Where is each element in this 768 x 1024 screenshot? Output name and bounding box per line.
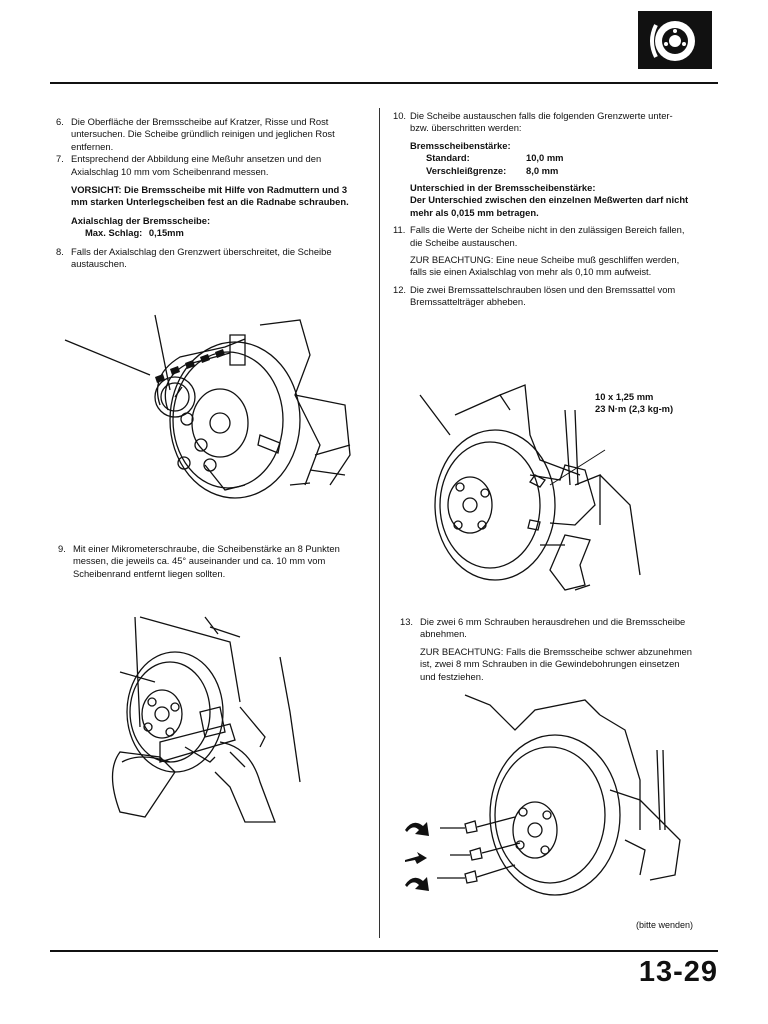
left-column-top: 6. Die Oberfläche der Bremsscheibe auf K… [56, 116, 349, 270]
step-8: 8. Falls der Axialschlag den Grenzwert ü… [56, 245, 332, 270]
spec-row-wear-limit: Verschleißgrenze: 8,0 mm [426, 164, 559, 176]
thickness-spec: Bremsscheibenstärke: Standard: 10,0 mm V… [393, 140, 693, 177]
right-column-top: 10. Die Scheibe austauschen falls die fo… [393, 110, 693, 309]
thickness-difference-spec: Unterschied in der Bremsscheibenstärke: … [410, 182, 689, 218]
column-divider [379, 108, 380, 938]
caliper-removal-figure [419, 384, 641, 591]
bottom-rule [50, 950, 718, 952]
page-number: 13-29 [638, 956, 718, 988]
top-rule [50, 82, 718, 84]
section-logo [638, 11, 712, 69]
step-10: 10. Die Scheibe austauschen falls die fo… [393, 110, 673, 134]
step-7: 7. Entsprechend der Abbildung eine Meßuh… [56, 153, 322, 177]
dial-indicator-figure [64, 314, 351, 499]
brake-disc-icon [650, 21, 695, 61]
note-new-disc: ZUR BEACHTUNG: Eine neue Scheibe muß ges… [410, 254, 680, 278]
torque-label: 10 x 1,25 mm 23 N·m (2,3 kg-m) [595, 391, 674, 415]
step-12: 12. Die zwei Bremssattelschrauben lösen … [393, 283, 676, 308]
step-6: 6. Die Oberfläche der Bremsscheibe auf K… [56, 116, 335, 152]
step-13: 13. Die zwei 6 mm Schrauben herausdrehen… [400, 616, 686, 640]
step-11: 11. Falls die Werte der Scheibe nicht in… [393, 224, 685, 248]
disc-removal-figure [405, 694, 681, 896]
note-disc-removal: ZUR BEACHTUNG: Falls die Bremsscheibe sc… [420, 645, 692, 682]
step-9: 9. Mit einer Mikrometerschraube, die Sch… [58, 543, 340, 579]
spec-row-standard: Standard: 10,0 mm [426, 152, 564, 164]
left-column-bottom: 9. Mit einer Mikrometerschraube, die Sch… [58, 543, 351, 580]
right-column-bottom: 13. Die zwei 6 mm Schrauben herausdrehen… [400, 616, 695, 683]
runout-spec: Axialschlag der Bremsscheibe: Max. Schla… [71, 214, 211, 239]
caution-note: VORSICHT: Die Bremsscheibe mit Hilfe von… [71, 184, 349, 208]
continue-note: (bitte wenden) [636, 920, 694, 930]
micrometer-figure [111, 616, 301, 823]
